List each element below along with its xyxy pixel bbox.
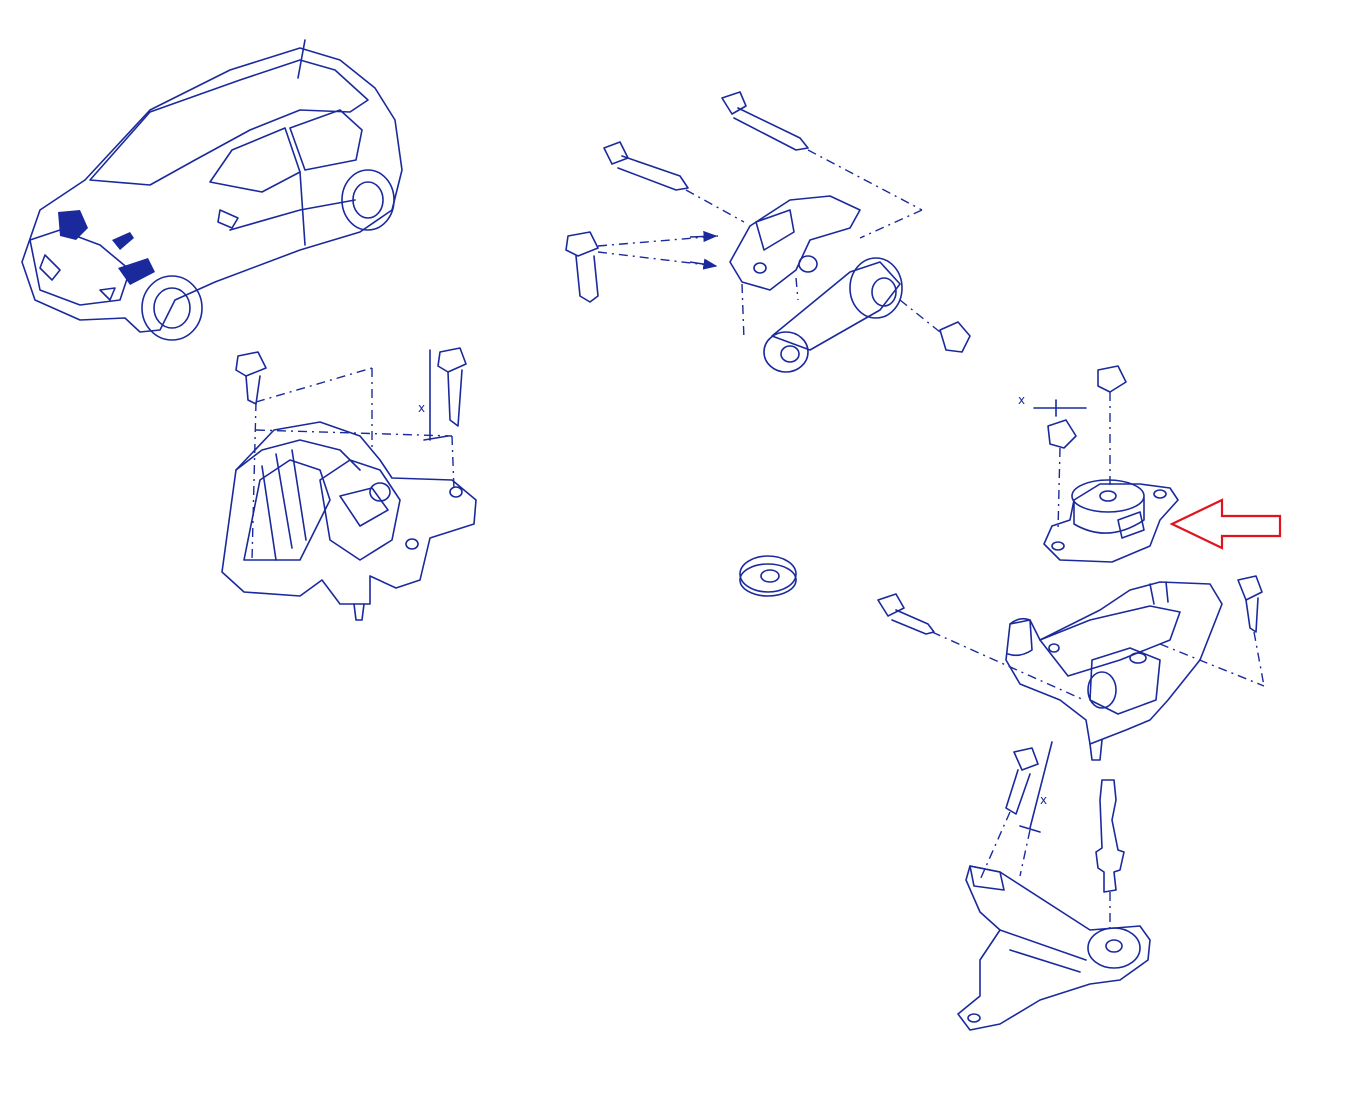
car-icon — [21, 39, 403, 341]
bolt-icon — [721, 91, 809, 151]
engine-mount-icon: x — [221, 347, 477, 621]
support-arm-icon: x — [957, 741, 1151, 1031]
bolt-icon — [877, 593, 935, 635]
dimension-x-label-3: x — [1040, 793, 1047, 807]
bolt-icon — [1237, 575, 1263, 633]
stud-icon — [1095, 779, 1125, 893]
bolt-icon — [437, 347, 467, 427]
bolt-icon — [1005, 747, 1039, 815]
rubber-mount-icon: x — [1018, 365, 1179, 563]
washer-icon — [739, 555, 797, 597]
nut-icon — [1047, 419, 1077, 449]
bolt-icon — [565, 231, 599, 303]
bolt-icon — [235, 351, 267, 405]
bolt-icon — [603, 141, 689, 191]
left-arrow-icon — [1169, 498, 1282, 550]
nut-icon — [1097, 365, 1127, 393]
bracket-icon — [877, 575, 1265, 761]
torque-rod-icon — [565, 91, 971, 373]
dimension-x-label: x — [418, 401, 425, 415]
dimension-x-label-2: x — [1018, 393, 1025, 407]
